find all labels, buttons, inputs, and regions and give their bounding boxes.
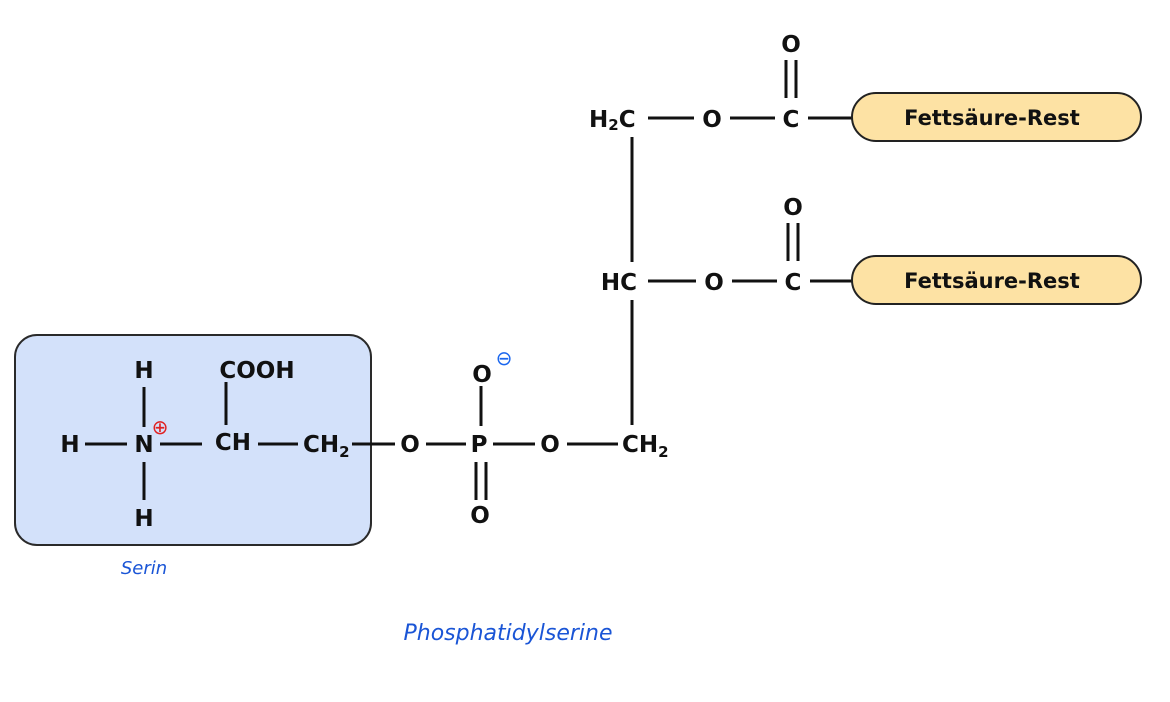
atom-c-middle: C xyxy=(785,270,802,296)
atom-o-top: O xyxy=(472,362,492,388)
atom-glycerol-ch2: CH2 xyxy=(622,432,669,461)
atom-c-top: C xyxy=(783,107,800,133)
fatty-acid-rest-label-top: Fettsäure-Rest xyxy=(904,106,1080,130)
atom-o-bottom: O xyxy=(470,503,490,529)
atom-ch2-main: CH xyxy=(303,432,339,458)
atom-o-link-top: O xyxy=(702,107,722,133)
diagram-title: Phosphatidylserine xyxy=(404,621,613,646)
atom-glycerol-ch2-main: CH xyxy=(622,432,658,458)
negative-charge-icon: ⊖ xyxy=(496,346,513,370)
atom-h-left: H xyxy=(60,432,79,458)
fatty-acid-rest-label-middle: Fettsäure-Rest xyxy=(904,269,1080,293)
atom-glycerol-hc: HC xyxy=(601,270,637,296)
atom-p: P xyxy=(471,432,488,458)
serin-highlight-box xyxy=(14,334,372,546)
atom-o-ester-left: O xyxy=(400,432,420,458)
atom-o-carbonyl-middle: O xyxy=(783,195,803,221)
atom-glycerol-h2c-c: C xyxy=(619,107,636,133)
serin-label: Serin xyxy=(121,558,167,579)
atom-o-carbonyl-top: O xyxy=(781,32,801,58)
atom-glycerol-h2c-h: H xyxy=(589,107,608,133)
atom-n: N xyxy=(134,432,153,458)
fatty-acid-rest-box-top xyxy=(851,92,1142,142)
atom-ch2: CH2 xyxy=(303,432,350,461)
atom-glycerol-ch2-subscript: 2 xyxy=(658,443,668,461)
atom-ch2-subscript: 2 xyxy=(339,443,349,461)
atom-cooh: COOH xyxy=(219,358,294,384)
positive-charge-icon: ⊕ xyxy=(152,415,169,439)
atom-ch: CH xyxy=(215,430,251,456)
atom-o-link-middle: O xyxy=(704,270,724,296)
atom-h-top: H xyxy=(134,358,153,384)
fatty-acid-rest-box-middle xyxy=(851,255,1142,305)
atom-h-bottom: H xyxy=(134,506,153,532)
atom-o-ester-right: O xyxy=(540,432,560,458)
atom-glycerol-h2c: H2C xyxy=(589,107,636,134)
atom-glycerol-h2c-subscript: 2 xyxy=(608,116,618,134)
